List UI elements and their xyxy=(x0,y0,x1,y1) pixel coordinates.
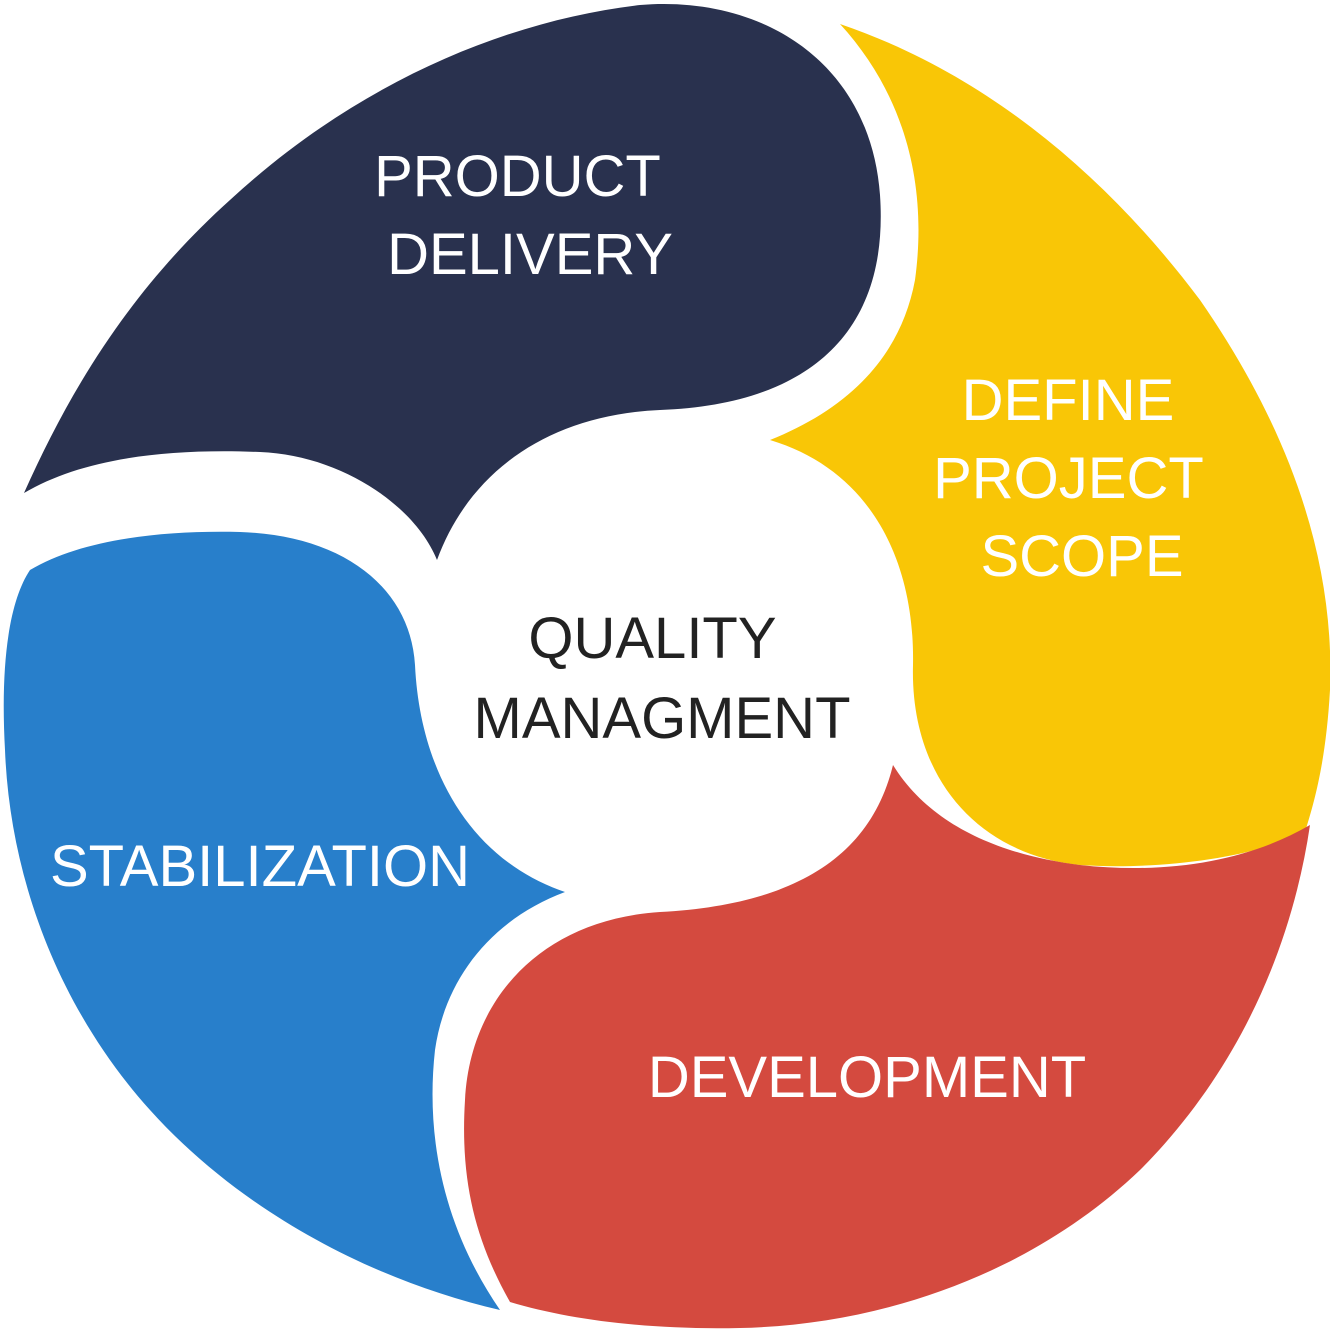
segment-development xyxy=(464,765,1310,1329)
define-project-scope-line-3: SCOPE xyxy=(980,524,1183,589)
segment-label-product-delivery: PRODUCT DELIVERY xyxy=(374,144,676,287)
define-project-scope-line-1: DEFINE xyxy=(962,368,1175,433)
product-delivery-line-2: DELIVERY xyxy=(387,222,673,287)
center-line-1: QUALITY xyxy=(528,606,775,671)
development-line-1: DEVELOPMENT xyxy=(648,1045,1086,1110)
segment-label-stabilization: STABILIZATION xyxy=(50,834,470,899)
segment-stabilization xyxy=(3,531,565,1310)
segment-define-project-scope xyxy=(770,24,1330,867)
stabilization-line-1: STABILIZATION xyxy=(50,834,470,899)
product-delivery-line-1: PRODUCT xyxy=(374,144,660,209)
segment-label-development: DEVELOPMENT xyxy=(648,1045,1086,1110)
segment-product-delivery xyxy=(24,3,881,560)
center-label-quality-management: QUALITY MANAGMENT xyxy=(474,606,851,751)
center-line-2: MANAGMENT xyxy=(474,686,851,751)
define-project-scope-line-2: PROJECT xyxy=(933,446,1203,511)
segment-label-define-project-scope: DEFINE PROJECT SCOPE xyxy=(933,368,1219,589)
